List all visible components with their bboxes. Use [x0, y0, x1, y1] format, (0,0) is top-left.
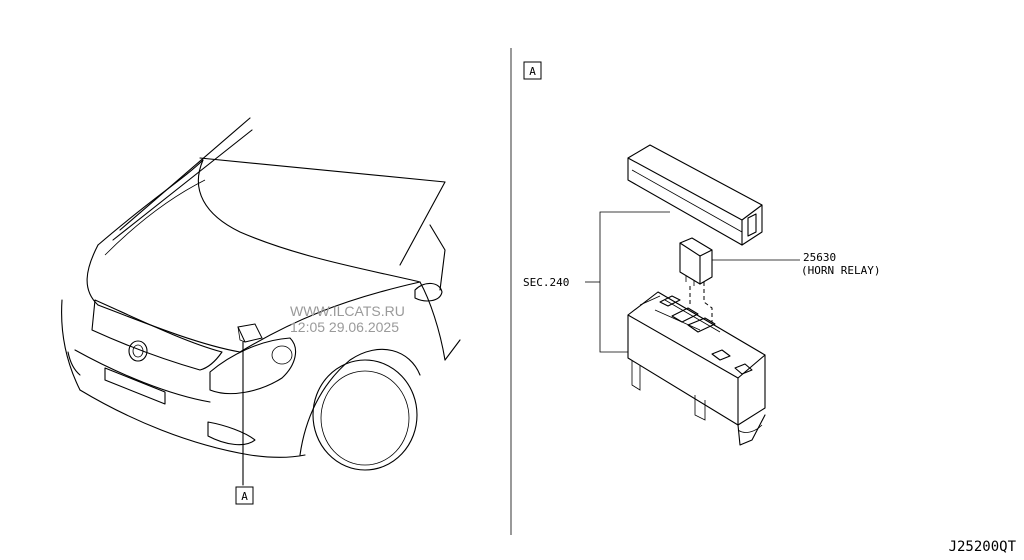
car-front-illustration	[61, 117, 461, 486]
fuse-box-cover	[627, 144, 763, 246]
sec-ref-label[interactable]: SEC.240	[523, 276, 569, 289]
part-name-label: (HORN RELAY)	[801, 264, 880, 277]
fuse-block	[627, 291, 766, 446]
watermark-line2: 12:05 29.06.2025	[290, 319, 399, 335]
sec-bracket	[599, 211, 670, 353]
callout-a-left-label: A	[241, 490, 248, 503]
part-number-label[interactable]: 25630	[803, 251, 836, 264]
callout-a-right-label: A	[529, 65, 536, 78]
diagram-code: J25200QT	[949, 539, 1017, 555]
callout-a-right[interactable]: A	[523, 61, 542, 80]
watermark-line1: WWW.ILCATS.RU	[290, 303, 405, 319]
horn-relay[interactable]	[679, 237, 800, 322]
callout-a-left[interactable]: A	[235, 486, 254, 505]
